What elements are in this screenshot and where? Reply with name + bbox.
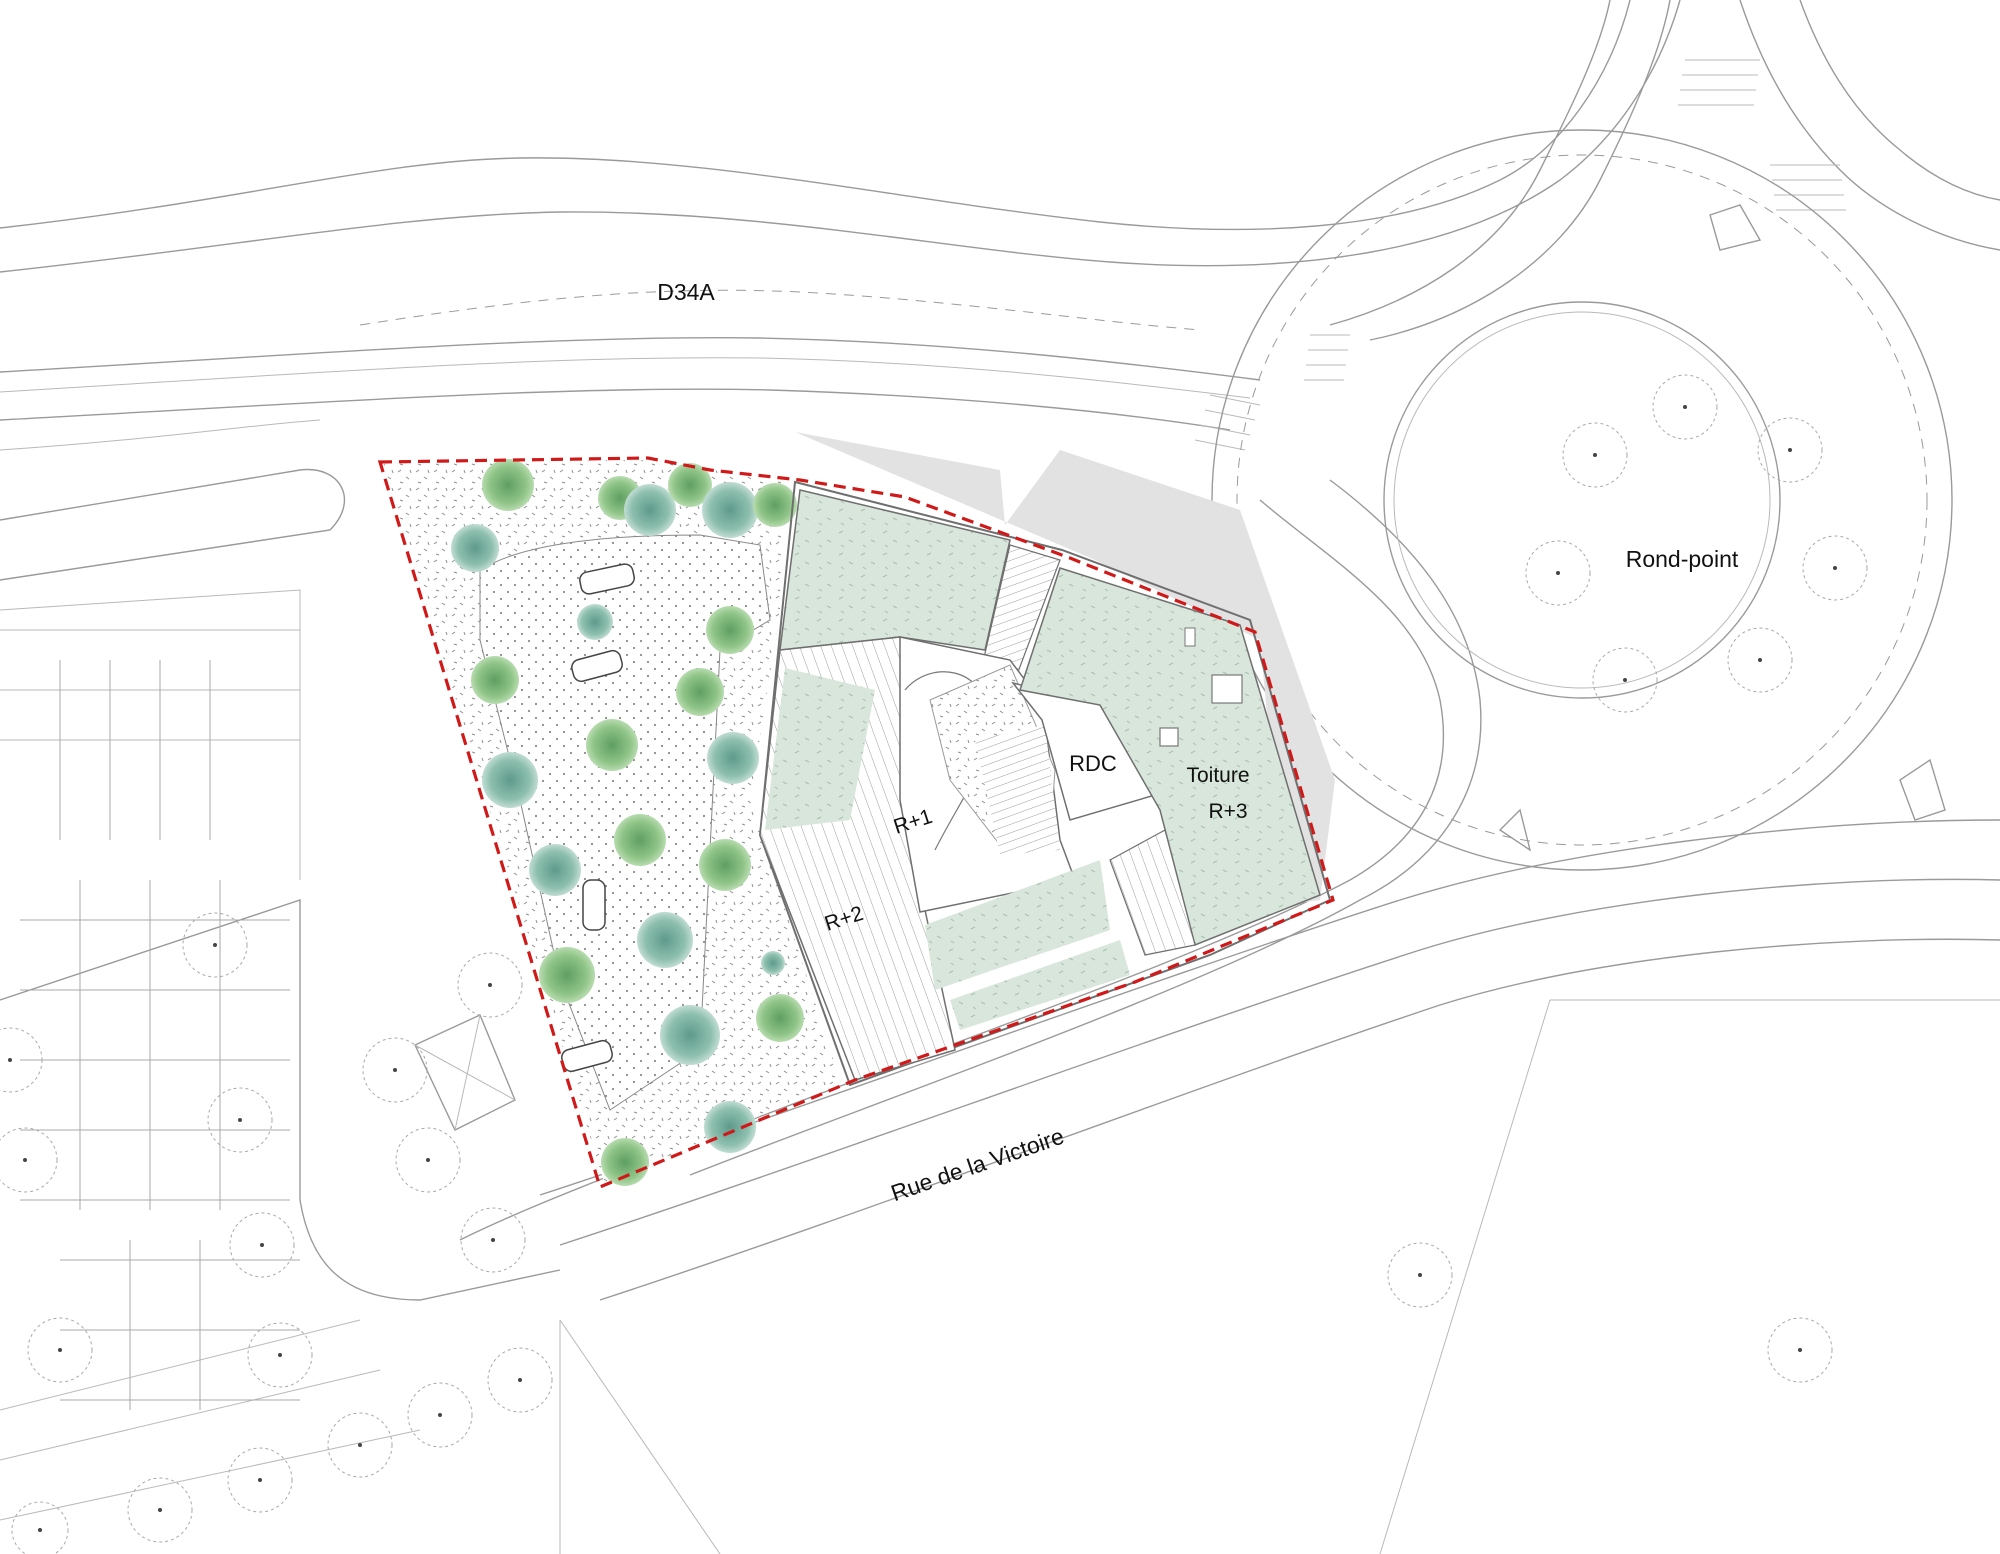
- label-street-south: Rue de la Victoire: [888, 1123, 1068, 1207]
- parking-left: [0, 419, 321, 1410]
- label-road-north: D34A: [657, 279, 715, 305]
- green-strip-south: [925, 860, 1110, 990]
- roundabout-trees: [1525, 374, 1868, 713]
- label-roundabout: Rond-point: [1626, 546, 1739, 572]
- label-roof-line2: R+3: [1208, 800, 1247, 823]
- roundabout: [1211, 129, 1953, 871]
- crosswalk-west: [1194, 334, 1350, 451]
- site-trees: [451, 459, 804, 1186]
- parking-cars: [561, 563, 635, 1073]
- project-site: [377, 432, 1335, 1190]
- stair-r1: [975, 725, 1060, 855]
- pavilion: [414, 1014, 516, 1131]
- roof-hatch: [1184, 627, 1196, 647]
- label-ground-floor: RDC: [1069, 751, 1117, 776]
- green-strip-south-2: [950, 940, 1130, 1030]
- crosswalk-north: [1678, 59, 1846, 211]
- roof-skylight: [1211, 674, 1243, 704]
- roof-vent: [1159, 727, 1179, 747]
- label-roof-line1: Toiture: [1186, 764, 1249, 787]
- deck-south: [1109, 829, 1196, 956]
- roof-north: [779, 489, 1011, 651]
- site-boundary: [377, 456, 1335, 1190]
- paved-forecourt: [795, 432, 1335, 905]
- green-patch-r2: [765, 668, 875, 830]
- street-trees: [0, 912, 1833, 1554]
- building: [758, 480, 1332, 1087]
